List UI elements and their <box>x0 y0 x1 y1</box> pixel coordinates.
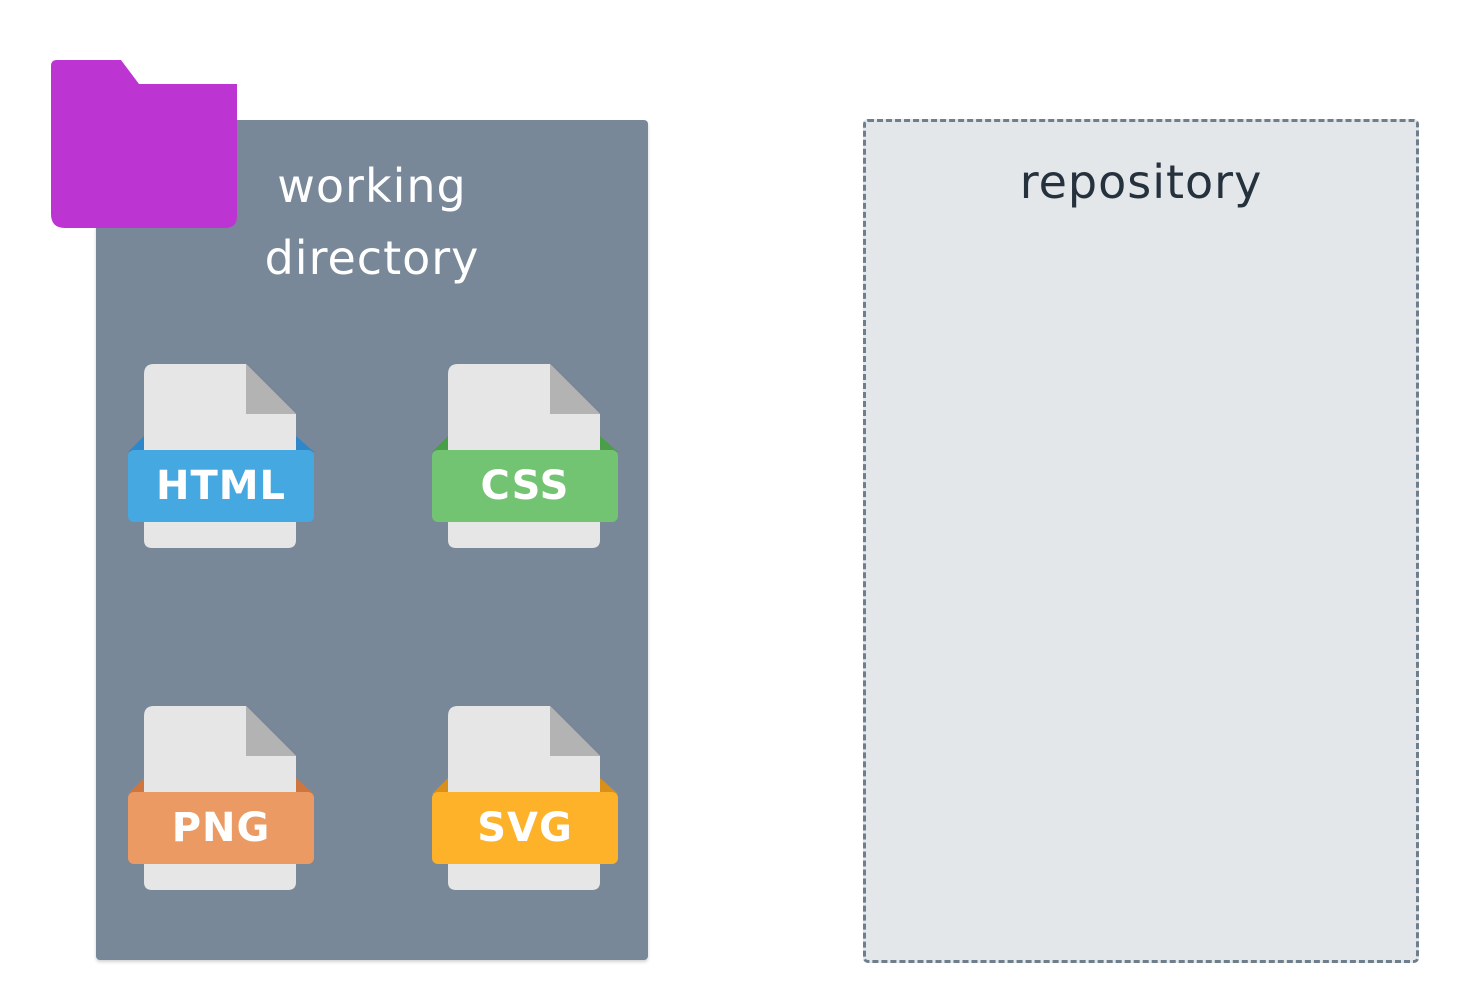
html-file-label: HTML <box>155 463 287 509</box>
css-file-icon[interactable]: CSS <box>430 362 620 552</box>
svg-file-icon[interactable]: SVG <box>430 704 620 894</box>
repository-title: repository <box>1019 155 1263 209</box>
css-file-label: CSS <box>480 463 570 509</box>
html-file-icon[interactable]: HTML <box>126 362 316 552</box>
folder-icon <box>51 60 237 228</box>
png-file-icon[interactable]: PNG <box>126 704 316 894</box>
repository-box <box>863 119 1419 963</box>
png-file-label: PNG <box>171 805 271 851</box>
svg-file-graphic <box>432 706 618 890</box>
working-directory-title: working directory <box>96 150 648 294</box>
css-file-graphic <box>432 364 618 548</box>
working-directory-title-line1: working <box>277 159 467 213</box>
html-file-graphic <box>128 364 314 548</box>
svg-file-label: SVG <box>477 805 573 851</box>
png-file-graphic <box>128 706 314 890</box>
folder-shape <box>51 60 237 228</box>
working-directory-title-line2: directory <box>264 231 480 285</box>
